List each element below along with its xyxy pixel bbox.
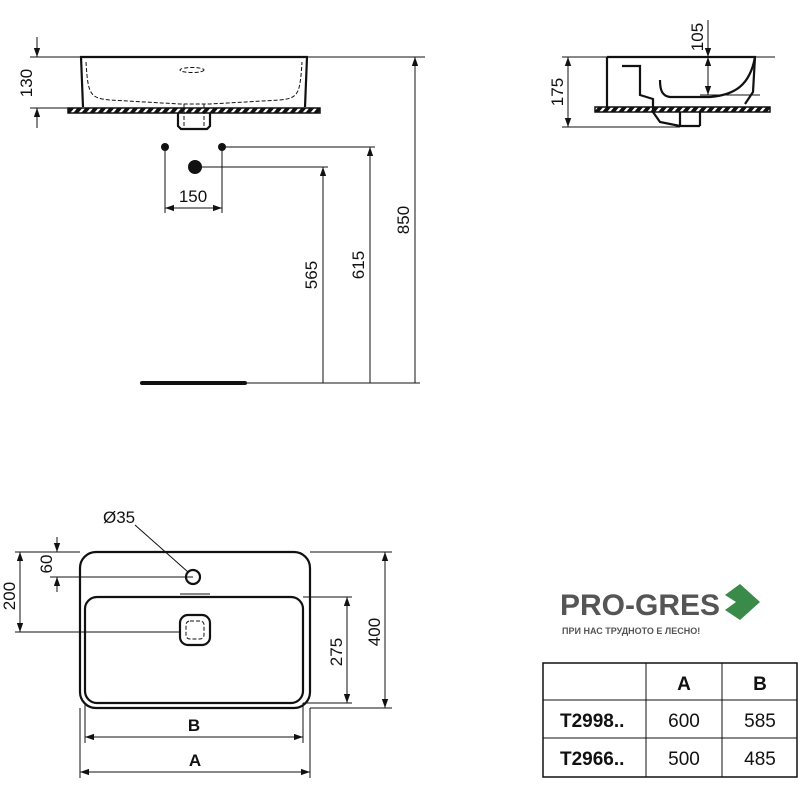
- dimension-table: A B T2998.. 600 585 T2966.. 500 485: [542, 662, 798, 778]
- dim-height: 130: [17, 69, 36, 97]
- front-view: 130 150 565 615 850: [17, 37, 425, 385]
- dim-drain-offset: 200: [0, 582, 19, 610]
- dim-tap-hole-diameter: Ø35: [103, 508, 135, 527]
- table-row-b: 585: [744, 711, 776, 732]
- watermark-brand: PRO-GRES: [560, 589, 720, 622]
- dim-top-height: 850: [394, 206, 413, 234]
- dim-waste-height: 565: [302, 261, 321, 289]
- watermark-arrow-icon: [725, 584, 760, 620]
- dim-bowl-depth: 105: [688, 23, 707, 51]
- table-row-b: 485: [744, 749, 776, 770]
- dim-tap-height: 615: [349, 251, 368, 279]
- dim-bowl-depth: 275: [327, 638, 346, 666]
- plan-view: Ø35 200 60 275 400 B A: [0, 508, 392, 778]
- dim-width-b: B: [188, 716, 200, 735]
- table-row-code: T2998..: [560, 711, 624, 732]
- dim-overall-depth: 400: [365, 618, 384, 646]
- drain: [178, 613, 212, 647]
- dim-overall-height: 175: [548, 78, 567, 106]
- dim-tap-spacing: 150: [179, 187, 207, 206]
- table-row-a: 500: [668, 749, 700, 770]
- dim-tap-offset: 60: [37, 555, 56, 574]
- dim-width-a: A: [189, 751, 201, 770]
- watermark-slogan: ПРИ НАС ТРУДНОТО Е ЛЕСНО!: [562, 626, 700, 636]
- side-view: 175 105: [548, 20, 775, 128]
- table-row-code: T2966..: [560, 749, 624, 770]
- watermark-logo: PRO-GRES ПРИ НАС ТРУДНОТО Е ЛЕСНО!: [560, 584, 760, 636]
- table-header-b: B: [753, 674, 767, 695]
- table-header-a: A: [677, 674, 691, 695]
- table-row-a: 600: [668, 711, 700, 732]
